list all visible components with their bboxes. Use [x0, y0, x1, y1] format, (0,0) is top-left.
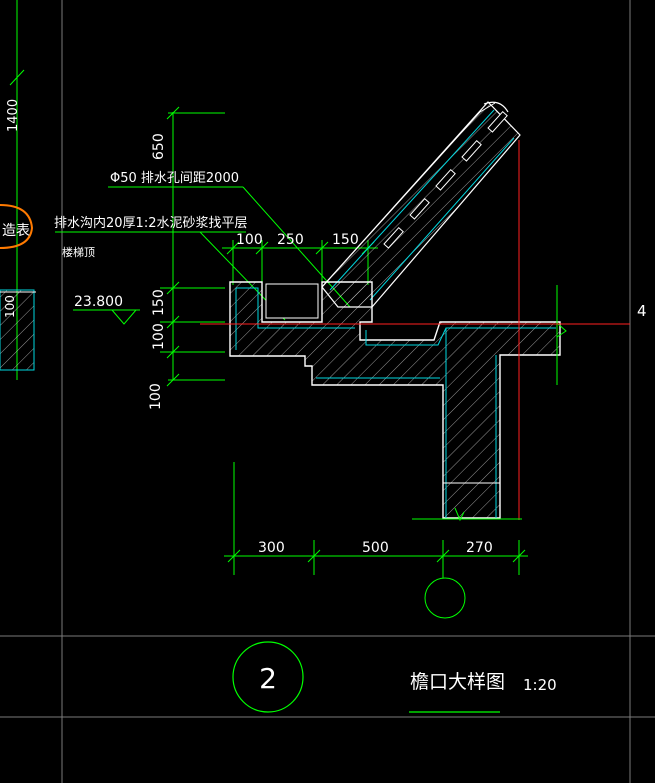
left-label-fragment: 造表: [2, 223, 30, 239]
bottom-dimension-chain: [224, 462, 528, 578]
dim-150: 150: [151, 289, 167, 316]
sloped-roof-slab: [321, 101, 521, 308]
eave-concrete: [229, 281, 561, 522]
dim-top-250: 250: [277, 232, 304, 248]
section-break-right: [556, 285, 567, 385]
axis-label-4: 4: [637, 302, 647, 320]
dim-bottom-270: 270: [466, 540, 493, 556]
dim-100: 100: [151, 323, 167, 350]
note-roof: 楼梯顶: [62, 245, 95, 259]
roof-tiles: [383, 110, 508, 249]
revision-cloud-mark: [0, 204, 34, 249]
dim-top-150: 150: [332, 232, 359, 248]
detail-title: 檐口大样图: [410, 671, 505, 693]
detail-number: 2: [259, 662, 277, 695]
note-drain-hole: Φ50 排水孔间距2000: [110, 171, 239, 186]
left-dim-1400: 1400: [6, 99, 21, 132]
note-gutter-screed: 排水沟内20厚1:2水泥砂浆找平层: [54, 215, 247, 231]
elevation-mark: [73, 309, 140, 325]
detail-scale: 1:20: [523, 676, 557, 694]
detail-number-circle: [232, 641, 304, 713]
elevation-value: 23.800: [74, 294, 123, 310]
dim-bottom-500: 500: [362, 540, 389, 556]
reference-lines: [200, 140, 630, 520]
dim-650: 650: [151, 133, 167, 160]
leader-lines: [55, 186, 351, 321]
dim-bottom-300: 300: [258, 540, 285, 556]
left-dimension-chain: [160, 106, 225, 387]
axis-bubble: [424, 577, 466, 619]
left-strip: 1400 造表 100: [0, 0, 36, 380]
dim-100-lower: 100: [148, 383, 164, 410]
dim-top-100: 100: [236, 232, 263, 248]
left-dim-100: 100: [3, 295, 17, 318]
